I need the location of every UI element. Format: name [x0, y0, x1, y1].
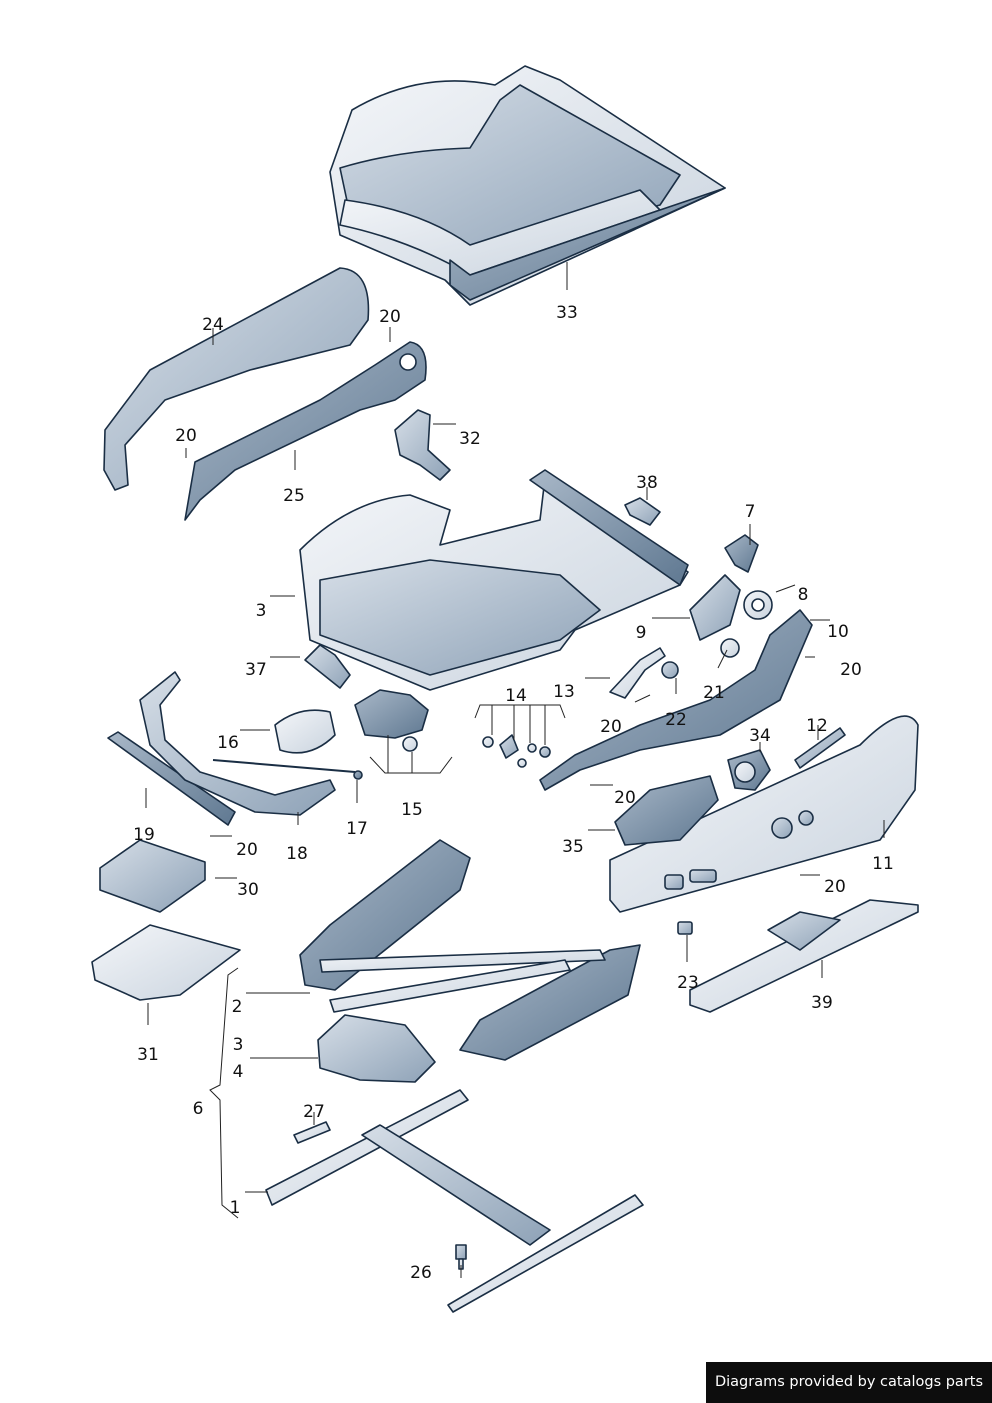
side-bracket	[184, 341, 427, 521]
callout-32[interactable]: 32	[459, 429, 481, 449]
seat-pan	[299, 469, 689, 691]
callout-39[interactable]: 39	[811, 993, 833, 1013]
cable-17	[212, 759, 363, 780]
callout-11[interactable]: 11	[872, 854, 894, 874]
pad-16	[274, 709, 336, 754]
callout-30[interactable]: 30	[237, 880, 259, 900]
callout-1[interactable]: 1	[230, 1198, 241, 1218]
button-23	[677, 921, 693, 935]
callout-3[interactable]: 3	[233, 1035, 244, 1055]
strip-12	[794, 727, 846, 769]
callout-17[interactable]: 17	[346, 819, 368, 839]
bracket-37	[304, 644, 351, 689]
callout-2[interactable]: 2	[232, 997, 243, 1017]
callout-13[interactable]: 13	[553, 682, 575, 702]
callout-18[interactable]: 18	[286, 844, 308, 864]
callout-20[interactable]: 20	[824, 877, 846, 897]
motor-3-4	[317, 1014, 436, 1083]
credit-banner: Diagrams provided by catalogs parts	[706, 1362, 992, 1403]
callout-12[interactable]: 12	[806, 716, 828, 736]
cover-39	[689, 899, 919, 1013]
callout-20[interactable]: 20	[379, 307, 401, 327]
callout-22[interactable]: 22	[665, 710, 687, 730]
seat-cushion	[329, 65, 726, 306]
small-parts-14	[482, 734, 551, 768]
callout-24[interactable]: 24	[202, 315, 224, 335]
clip-27	[293, 1121, 331, 1144]
callout-33[interactable]: 33	[556, 303, 578, 323]
callout-20[interactable]: 20	[614, 788, 636, 808]
sensor-38	[624, 497, 661, 526]
side-cover-11	[609, 715, 919, 913]
callout-34[interactable]: 34	[749, 726, 771, 746]
callout-20[interactable]: 20	[175, 426, 197, 446]
nut-22	[661, 661, 679, 679]
switch-34	[727, 749, 771, 791]
clip-13	[609, 647, 666, 699]
callout-27[interactable]: 27	[303, 1102, 325, 1122]
seat-frame	[299, 839, 641, 1061]
callout-20[interactable]: 20	[236, 840, 258, 860]
control-module-30	[99, 839, 206, 913]
mounting-plate-31	[91, 924, 241, 1001]
callout-16[interactable]: 16	[217, 733, 239, 753]
callout-35[interactable]: 35	[562, 837, 584, 857]
connector-32	[394, 409, 451, 481]
callout-8[interactable]: 8	[798, 585, 809, 605]
control-unit-35	[614, 775, 719, 846]
side-trim-panel	[103, 267, 370, 491]
callout-25[interactable]: 25	[283, 486, 305, 506]
callout-7[interactable]: 7	[745, 502, 756, 522]
callout-19[interactable]: 19	[133, 825, 155, 845]
callout-labels: 33 24 20 32 20 25 38 7 3 8 9 10 20 37 13…	[133, 303, 894, 1283]
motor-housing-15	[354, 689, 429, 752]
callout-3[interactable]: 3	[256, 601, 267, 621]
callout-26[interactable]: 26	[410, 1263, 432, 1283]
callout-31[interactable]: 31	[137, 1045, 159, 1065]
callout-21[interactable]: 21	[703, 683, 725, 703]
callout-14[interactable]: 14	[505, 686, 527, 706]
callout-6[interactable]: 6	[193, 1099, 204, 1119]
callout-4[interactable]: 4	[233, 1062, 244, 1082]
callout-38[interactable]: 38	[636, 473, 658, 493]
callout-15[interactable]: 15	[401, 800, 423, 820]
callout-20[interactable]: 20	[600, 717, 622, 737]
leader-lines	[145, 262, 885, 1278]
seat-rails	[265, 1089, 644, 1313]
callout-23[interactable]: 23	[677, 973, 699, 993]
callout-9[interactable]: 9	[636, 623, 647, 643]
callout-37[interactable]: 37	[245, 660, 267, 680]
callout-10[interactable]: 10	[827, 622, 849, 642]
trim-strips-18-19	[107, 671, 336, 826]
callout-20[interactable]: 20	[840, 660, 862, 680]
